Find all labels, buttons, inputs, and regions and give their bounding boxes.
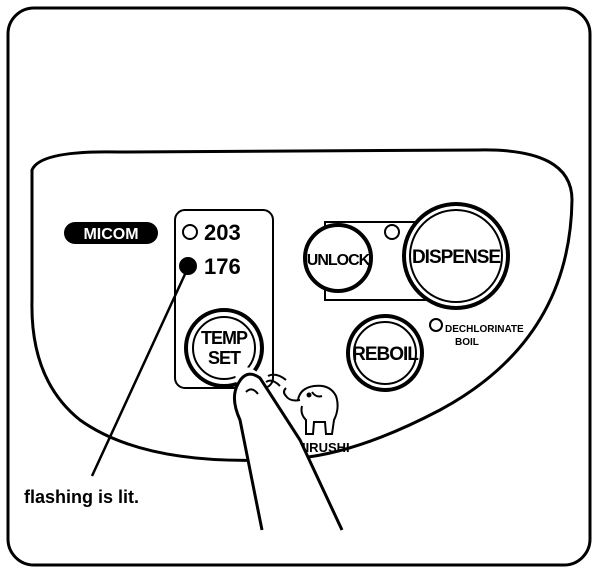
dispense-button[interactable]: DISPENSE	[402, 202, 510, 310]
callout-pointer-line	[90, 271, 188, 477]
dispense-indicator-light	[384, 224, 400, 240]
dispense-label: DISPENSE	[412, 247, 500, 268]
temp-176-label: 176	[204, 254, 241, 279]
dechlorinate-label-line1: DECHLORINATE	[445, 324, 524, 335]
reboil-button[interactable]: REBOIL	[346, 314, 424, 392]
unlock-label: UNLOCK	[307, 252, 371, 269]
elephant-logo-icon	[283, 384, 339, 435]
temp-set-button[interactable]: TEMP SET	[184, 308, 264, 388]
temp-set-label-line1: TEMP	[201, 328, 248, 348]
temp-set-label-line2: SET	[208, 348, 241, 368]
dechlorinate-indicator-light	[429, 318, 443, 332]
micom-label: MICOM	[83, 226, 138, 243]
callout-caption: flashing is lit.	[24, 487, 139, 507]
finger-illustration	[233, 367, 344, 531]
reboil-label: REBOIL	[352, 344, 419, 365]
indicator-176-light	[179, 257, 197, 275]
micom-badge: MICOM	[64, 222, 158, 244]
indicator-203-light	[182, 224, 198, 240]
outer-frame	[6, 6, 592, 567]
unlock-button[interactable]: UNLOCK	[303, 223, 373, 293]
brand-logo-text: JIRUSHI	[298, 440, 349, 455]
dechlorinate-label-line2: BOIL	[455, 337, 479, 348]
temp-203-label: 203	[204, 220, 241, 245]
